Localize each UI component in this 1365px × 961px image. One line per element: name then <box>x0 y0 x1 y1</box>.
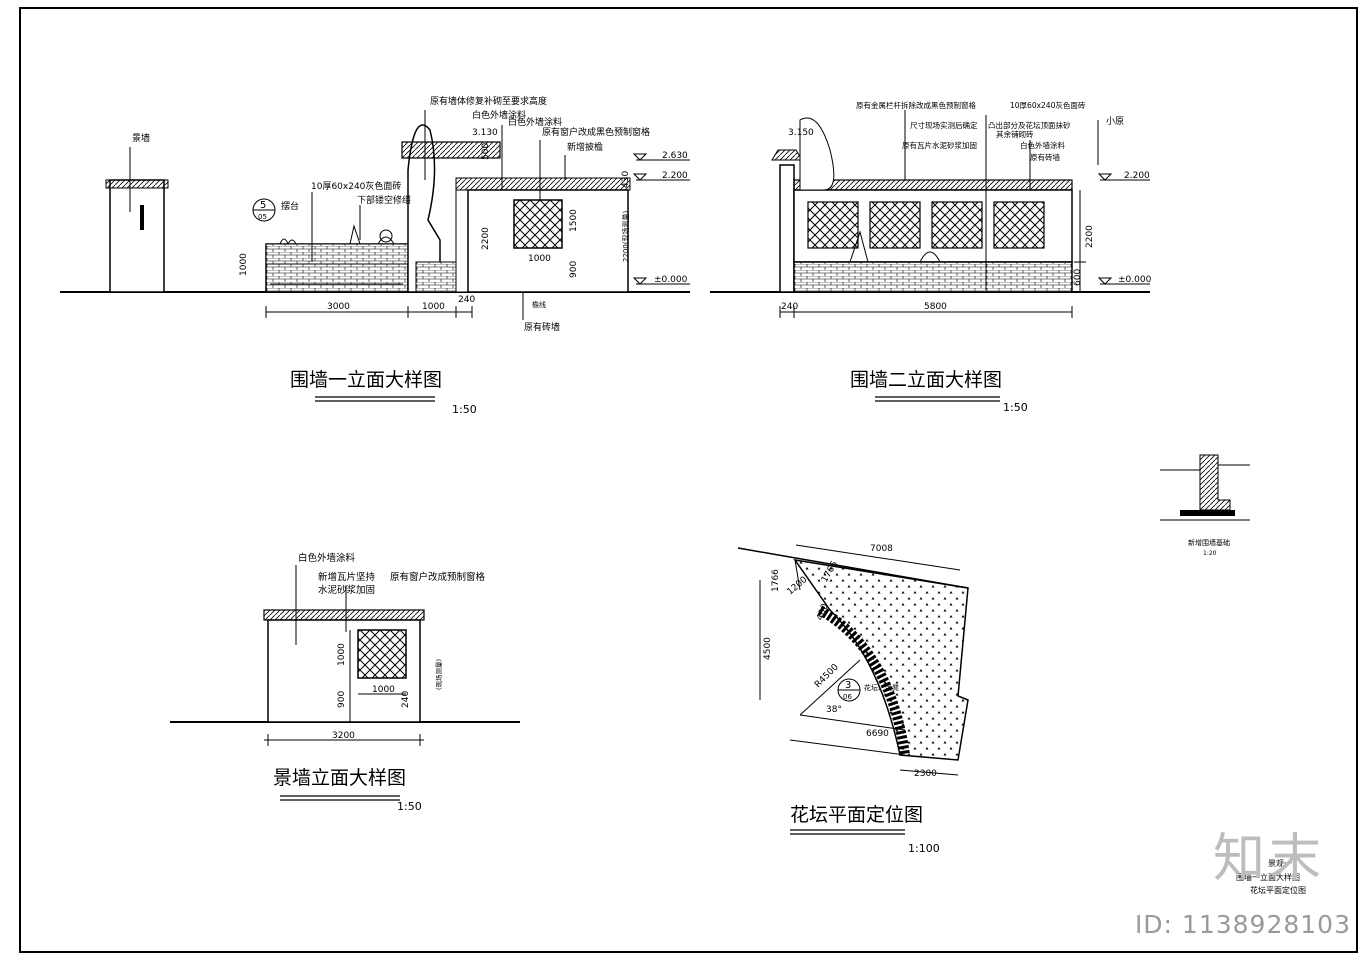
wall1-label-new-eaves: 新增披檐 <box>567 141 603 153</box>
landscape-dim-1000w: 1000 <box>372 685 395 695</box>
titleblock-line2: 围墙一立面大样图 <box>1236 872 1300 882</box>
flowerbed-dim-1766a: 1766 <box>771 569 781 592</box>
wall1-label-planter: 摆台 <box>281 200 299 212</box>
title-wall2: 围墙二立面大样图 <box>850 369 1002 391</box>
flowerbed-dim-6690: 6690 <box>866 729 889 739</box>
scale-wall2: 1:50 <box>1003 401 1028 414</box>
flowerbed-dim-7008: 7008 <box>870 544 893 554</box>
wall1-label-window: 原有窗户改成黑色预制窗格 <box>542 126 650 138</box>
scale-flowerbed: 1:100 <box>908 842 940 855</box>
landscape-wall-elevation <box>170 565 520 746</box>
wall2-label-g: 白色外墙涂料 <box>1020 140 1065 150</box>
wall1-dim-1000a: 1000 <box>422 302 445 312</box>
wall1-dim-500: 500 <box>481 143 491 160</box>
detail-scale: 1:20 <box>1203 550 1217 557</box>
wall1-elev-zero: ±0.000 <box>654 275 688 285</box>
flowerbed-label-seat: 花坛、坐凳 <box>864 683 899 692</box>
landscape-dim-3200: 3200 <box>332 731 355 741</box>
landscape-dim-900: 900 <box>337 691 347 708</box>
wall1-dim-1000h: 1000 <box>239 253 249 276</box>
wall1-dim-2200: 2200 <box>481 227 491 250</box>
landscape-dim-side: (现场测量) <box>434 659 443 690</box>
scale-wall1: 1:50 <box>452 403 477 416</box>
wall1-label-jingqiang: 景墙 <box>132 132 150 144</box>
sheet-border <box>19 7 1358 953</box>
wall2-label-h: 原有砖墙 <box>1030 152 1060 162</box>
wall1-callout-top: 5 <box>260 200 266 211</box>
wall1-dim-900: 900 <box>569 261 579 278</box>
flowerbed-dim-r4500: R4500 <box>813 662 841 690</box>
landscape-dim-1000h: 1000 <box>337 643 347 666</box>
wall2-elev-3150: 3.150 <box>788 128 814 138</box>
flowerbed-dim-2300: 2300 <box>914 769 937 779</box>
flowerbed-dim-4500: 4500 <box>763 637 773 660</box>
landscape-label-mortar: 水泥砂浆加固 <box>318 584 375 596</box>
title-flowerbed: 花坛平面定位图 <box>790 804 923 826</box>
wall1-callout-bottom: 05 <box>258 213 267 221</box>
flowerbed-dim-38: 38° <box>826 705 842 715</box>
wall1-elev-3130: 3.130 <box>472 128 498 138</box>
wall2-dim-600: 600 <box>1073 269 1083 286</box>
wall1-dim-1000w: 1000 <box>528 254 551 264</box>
titleblock-line3: 花坛平面定位图 <box>1250 885 1306 895</box>
detail-label: 新增围墙基础 <box>1188 538 1230 547</box>
wall1-dim-3000: 3000 <box>327 302 350 312</box>
landscape-label-window: 原有窗户改成预制窗格 <box>390 571 486 583</box>
wall2-dim-5800: 5800 <box>924 302 947 312</box>
wall1-elev-2630: 2.630 <box>662 151 688 161</box>
title-landscape-wall: 景墙立面大样图 <box>273 767 406 789</box>
wall2-elevation <box>710 110 1150 318</box>
wall1-label-lower-hollow: 下部镂空修缮 <box>357 194 411 206</box>
wall1-elev-2200: 2.200 <box>662 171 688 181</box>
wall2-elev-2200: 2.200 <box>1124 171 1150 181</box>
id-watermark: ID: 1138928103 <box>1134 910 1351 939</box>
wall2-label-f: 原有瓦片水泥砂浆加固 <box>902 140 977 150</box>
titleblock-line1: 景观一 <box>1268 859 1292 868</box>
wall2-elev-zero: ±0.000 <box>1118 275 1152 285</box>
wall1-label-restore: 原有墙体修复补砌至要求高度 <box>430 95 547 107</box>
wall2-label-a: 原有金属栏杆拆除改成黑色预制窗格 <box>856 100 976 110</box>
wall2-dim-240: 240 <box>781 302 798 312</box>
wall1-dim-2200b: 2200(现场测量) <box>621 210 630 262</box>
wall2-label-d: 凸出部分及花坛顶面抹砂 <box>988 120 1071 130</box>
landscape-dim-240: 240 <box>401 691 411 708</box>
wall1-label-beixian: 檐线 <box>532 300 546 309</box>
flowerbed-callout-top: 3 <box>845 680 851 691</box>
wall2-label-i: 小原 <box>1106 116 1124 127</box>
wall1-elevation <box>60 110 690 320</box>
wall1-dim-430: 430 <box>621 171 631 188</box>
wall1-dim-240: 240 <box>458 295 475 305</box>
wall1-dim-1500: 1500 <box>569 209 579 232</box>
landscape-label-tiles: 新增瓦片坚持 <box>318 571 376 583</box>
foundation-detail <box>1160 454 1250 521</box>
wall1-label-brick: 10厚60x240灰色面砖 <box>311 180 401 192</box>
flowerbed-callout-bottom: 06 <box>843 693 852 701</box>
wall2-label-c: 尺寸现场实测后确定 <box>910 120 978 130</box>
title-wall1: 围墙一立面大样图 <box>290 369 442 391</box>
wall1-label-white-paint: 白色外墙涂料 <box>472 109 526 121</box>
wall2-label-e: 其余铺砌砖 <box>996 129 1034 139</box>
wall1-label-existing-brick: 原有砖墙 <box>524 321 560 333</box>
wall1-label-white-paint2: 白色外墙涂料 <box>508 116 562 128</box>
landscape-label-white: 白色外墙涂料 <box>298 552 356 564</box>
flowerbed-plan <box>737 544 969 776</box>
wall2-dim-2200: 2200 <box>1085 225 1095 248</box>
scale-landscape-wall: 1:50 <box>397 800 422 813</box>
brand-watermark: 知末 <box>1212 829 1325 889</box>
wall2-label-b: 10厚60x240灰色面砖 <box>1010 100 1086 110</box>
